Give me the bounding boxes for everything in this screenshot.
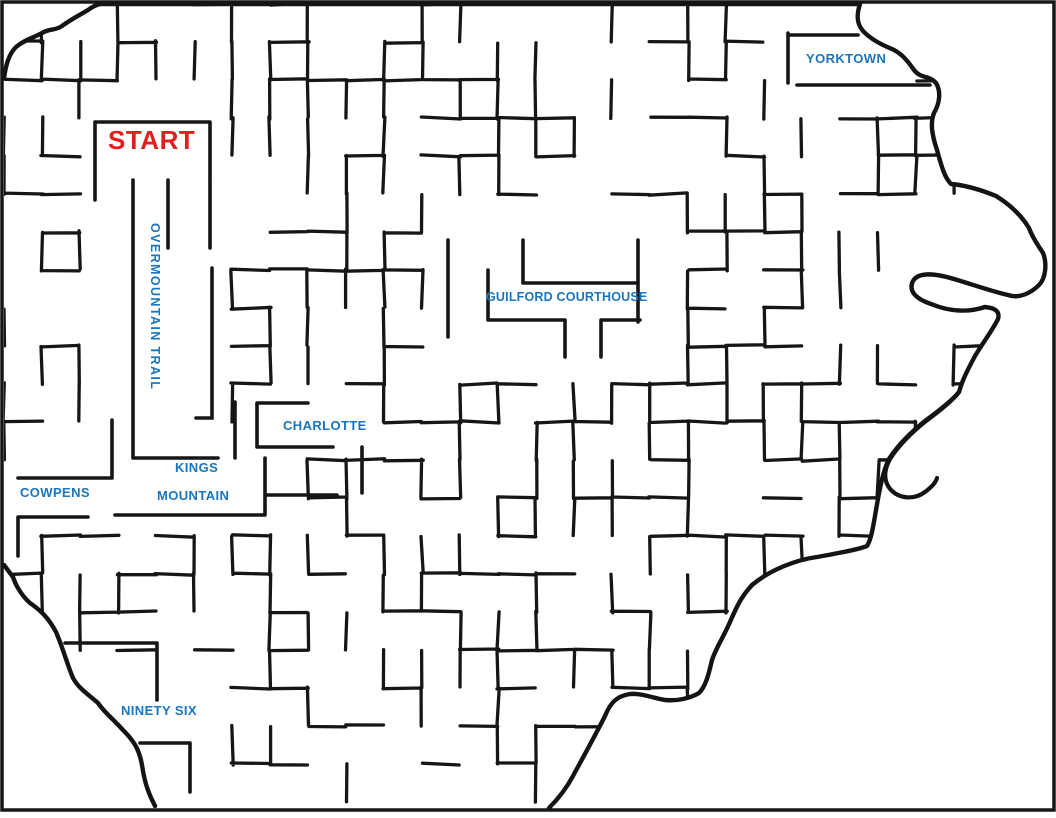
ninety-six-label: NINETY SIX (121, 703, 198, 718)
coast-hook (883, 389, 962, 500)
cowpens-label: COWPENS (20, 485, 90, 500)
charlotte-label: CHARLOTTE (283, 418, 367, 433)
yorktown-label: YORKTOWN (806, 51, 887, 66)
kings-mountain-label-line1: KINGS (175, 460, 219, 475)
kings-mountain-label-line2: MOUNTAIN (157, 488, 230, 503)
guilford-courthouse-label: GUILFORD COURTHOUSE (486, 290, 648, 304)
start-label: START (108, 125, 196, 155)
overmountain-trail-label: OVERMOUNTAIN TRAIL (148, 223, 162, 391)
maze-structural-walls (16, 31, 932, 794)
